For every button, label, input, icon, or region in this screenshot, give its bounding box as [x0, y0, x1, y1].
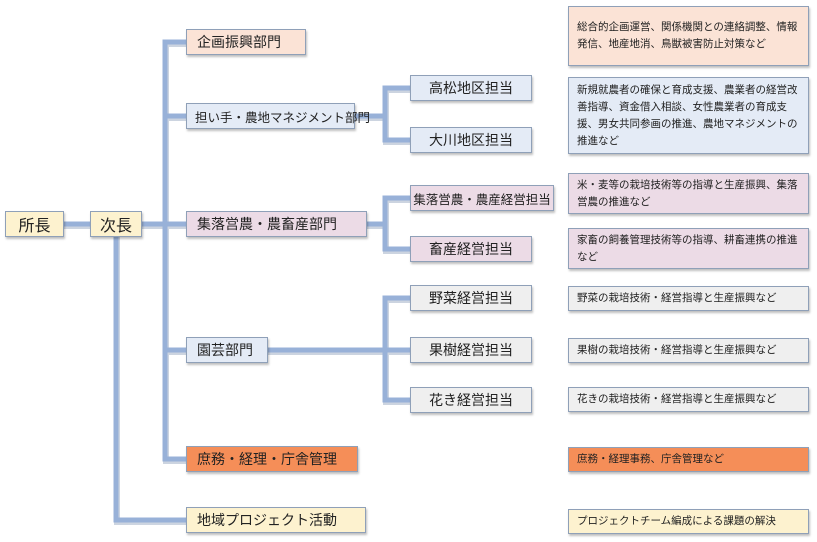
- desc-general: 庶務・経理事務、庁舎管理など: [568, 447, 809, 472]
- dept-farmer: 担い手・農地マネジメント部門: [186, 103, 370, 129]
- section-takamatsu: 高松地区担当: [410, 75, 532, 101]
- dept-horticulture: 園芸部門: [186, 337, 268, 363]
- dept-general: 庶務・経理・庁舎管理: [186, 446, 358, 472]
- section-collective-farm: 集落営農・農産経営担当: [410, 185, 554, 211]
- deputy-box: 次長: [90, 211, 142, 237]
- dept-project: 地域プロジェクト活動: [186, 507, 366, 533]
- section-vegetable: 野菜経営担当: [410, 285, 532, 311]
- dept-collective: 集落営農・農畜産部門: [186, 211, 367, 237]
- section-flower: 花き経営担当: [410, 387, 532, 413]
- desc-flower: 花きの栽培技術・経営指導と生産振興など: [568, 387, 809, 412]
- desc-project: プロジェクトチーム編成による課題の解決: [568, 509, 809, 534]
- dept-planning: 企画振興部門: [186, 29, 306, 55]
- desc-farmer: 新規就農者の確保と育成支援、農業者の経営改善指導、資金借入相談、女性農業者の育成…: [568, 77, 809, 154]
- desc-fruit: 果樹の栽培技術・経営指導と生産振興など: [568, 338, 809, 363]
- section-livestock: 畜産経営担当: [410, 236, 532, 262]
- section-okawa: 大川地区担当: [410, 127, 532, 153]
- desc-planning: 総合的企画運営、関係機関との連絡調整、情報発信、地産地消、鳥獣被害防止対策など: [568, 6, 809, 66]
- section-fruit: 果樹経営担当: [410, 337, 532, 363]
- desc-vegetable: 野菜の栽培技術・経営指導と生産振興など: [568, 286, 809, 311]
- desc-collective: 米・麦等の栽培技術等の指導と生産振興、集落営農の推進など: [568, 173, 809, 214]
- desc-livestock: 家畜の飼養管理技術等の指導、耕畜連携の推進など: [568, 228, 809, 269]
- director-box: 所長: [5, 211, 64, 237]
